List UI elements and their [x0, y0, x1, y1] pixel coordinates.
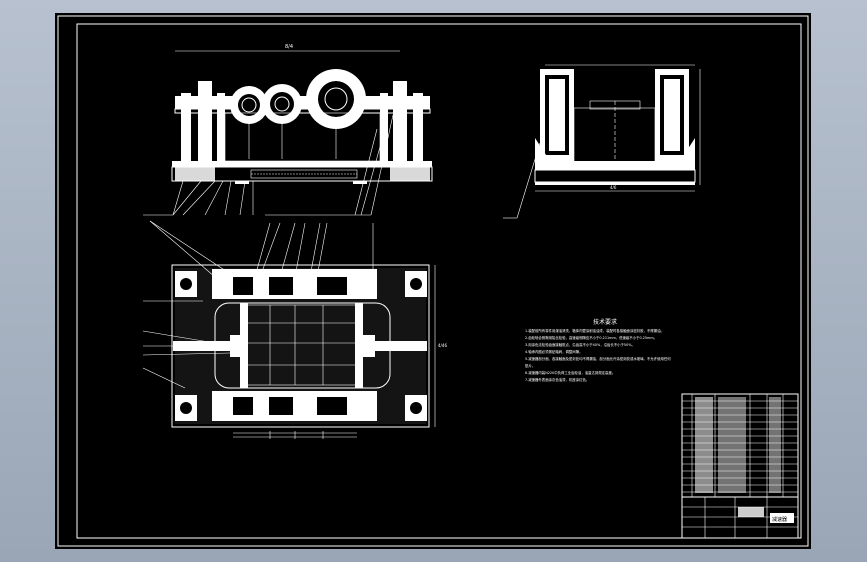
- plan-leaders: [142, 220, 374, 389]
- gear-circles: [230, 69, 366, 129]
- tech-req-line-1: 1.装配前所有零件用煤油清洗，箱体内壁涂耐油油漆，装配时各接触面涂密封胶，不得漏…: [525, 328, 664, 333]
- title-block-name: 减速器: [772, 516, 787, 523]
- title-block: 减速器: [681, 496, 799, 539]
- outer-border: [57, 15, 809, 547]
- cad-drawing: 8/4: [57, 15, 809, 547]
- dim-side-base: 4/6: [610, 185, 617, 190]
- corner-bolts: [175, 271, 427, 421]
- front-view: 8/4: [171, 44, 433, 184]
- tech-req-line-6: 垫片。: [525, 363, 535, 368]
- dim-top-width: 8/4: [285, 44, 293, 50]
- tech-req-line-8: 7.减速器外表面涂灰色油漆，机座涂红色。: [525, 377, 589, 382]
- side-view: 4/6: [503, 64, 701, 219]
- parts-list: [681, 393, 799, 498]
- tech-req-line-5: 5.减速器剖分面、各接触面及密封处均不得漏油，剖分面允许涂密封胶或水玻璃，不允许…: [525, 356, 671, 361]
- front-leaders: [143, 114, 394, 216]
- plan-view: 4/46: [171, 264, 447, 439]
- inner-frame: [76, 23, 802, 539]
- tech-req-line-2: 2.齿轮啮合侧隙用铅丝检验，高速级侧隙应不小于0.211mm，低速级不小于0.2…: [525, 335, 657, 340]
- tech-req-line-4: 4.轴承内圈必须紧贴轴肩，调整间隙。: [525, 349, 582, 354]
- dim-plan-height: 4/46: [438, 343, 447, 348]
- tech-req-heading: 技术要求: [593, 318, 617, 326]
- drawing-sheet: 8/4: [55, 13, 811, 549]
- technical-requirements: 技术要求 1.装配前所有零件用煤油清洗，箱体内壁涂耐油油漆，装配时各接触面涂密封…: [525, 318, 671, 382]
- tech-req-line-7: 6.减速器内装N220中负荷工业齿轮油，油量达到规定高度。: [525, 370, 615, 375]
- tech-req-line-3: 3.用涂色法检验齿面接触斑点，沿齿高不小于40%，沿齿长不小于50%。: [525, 342, 635, 347]
